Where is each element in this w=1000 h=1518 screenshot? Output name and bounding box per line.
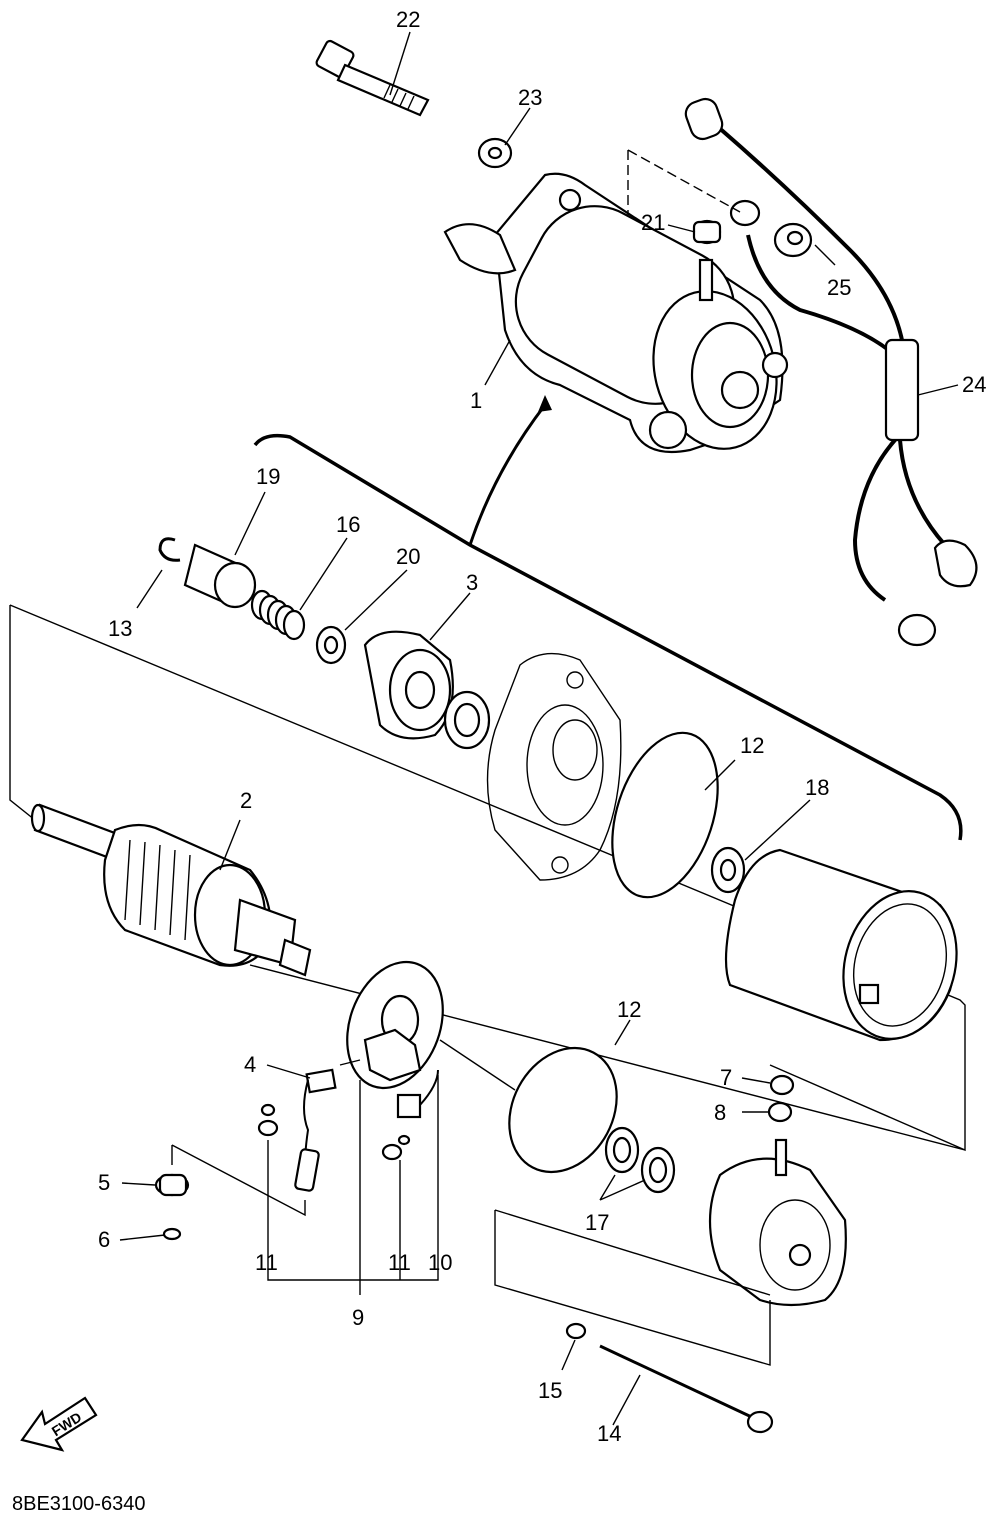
brush-holder-10	[396, 1069, 439, 1119]
callout-9: 9	[352, 1305, 364, 1330]
callout-12-upper: 12	[740, 733, 764, 758]
yoke-housing	[724, 848, 958, 1042]
screw-11-right	[381, 1134, 411, 1161]
callout-19: 19	[256, 464, 280, 489]
callout-10: 10	[428, 1250, 452, 1275]
long-bolt	[315, 39, 430, 117]
front-cover-washer	[443, 690, 491, 750]
callout-1: 1	[470, 388, 482, 413]
callout-11-left: 11	[255, 1250, 278, 1275]
callout-20: 20	[396, 544, 420, 569]
forward-arrow-icon: FWD	[20, 1396, 98, 1452]
callout-16: 16	[336, 512, 360, 537]
washer-23	[477, 137, 513, 169]
callout-5: 5	[98, 1170, 110, 1195]
callout-22: 22	[396, 7, 420, 32]
callout-7: 7	[720, 1065, 732, 1090]
callout-6: 6	[98, 1227, 110, 1252]
callout-11-right: 11	[388, 1250, 411, 1275]
callout-14: 14	[597, 1421, 621, 1446]
sleeve-19	[183, 543, 257, 609]
washer-8	[767, 1101, 793, 1123]
brush-4	[294, 1068, 337, 1192]
callout-15: 15	[538, 1378, 562, 1403]
callout-18: 18	[805, 775, 829, 800]
pinion-clutch-3	[363, 630, 454, 740]
callout-17: 17	[585, 1210, 609, 1235]
spring-16	[250, 589, 306, 641]
nut-7	[769, 1074, 795, 1096]
washer-6	[162, 1227, 182, 1241]
armature-2	[30, 803, 312, 977]
starter-motor-assembly	[443, 172, 789, 454]
screw-11-left	[257, 1103, 279, 1137]
callout-25: 25	[827, 275, 851, 300]
o-ring-12-lower	[508, 1046, 618, 1174]
callout-21: 21	[641, 210, 665, 235]
callout-3: 3	[466, 570, 478, 595]
front-cover	[486, 652, 622, 881]
callout-23: 23	[518, 85, 542, 110]
starter-cable-harness	[684, 97, 978, 647]
callout-24: 24	[962, 372, 986, 397]
washer-15	[565, 1322, 587, 1340]
assembly-bracket-line	[253, 433, 963, 841]
grommet-5	[154, 1173, 190, 1197]
callout-8: 8	[714, 1100, 726, 1125]
callout-13: 13	[108, 616, 132, 641]
rear-cover	[708, 1138, 847, 1307]
through-bolt-14	[599, 1344, 774, 1434]
leader-lines	[119, 31, 959, 1426]
assembly-pointer-arrow	[468, 404, 547, 546]
nut-25	[773, 222, 813, 258]
washer-18	[710, 846, 746, 894]
callout-2: 2	[240, 788, 252, 813]
washers-17	[604, 1126, 676, 1194]
part-21-alignment	[627, 149, 741, 215]
callout-4: 4	[244, 1052, 256, 1077]
diagram-code: 8BE3100-6340	[12, 1493, 145, 1515]
o-ring-12-upper	[611, 731, 719, 899]
brush-plate	[346, 960, 444, 1090]
callout-12-lower: 12	[617, 997, 641, 1022]
circlip-13	[158, 537, 181, 562]
washer-20	[315, 625, 347, 665]
nut-21	[692, 219, 722, 245]
